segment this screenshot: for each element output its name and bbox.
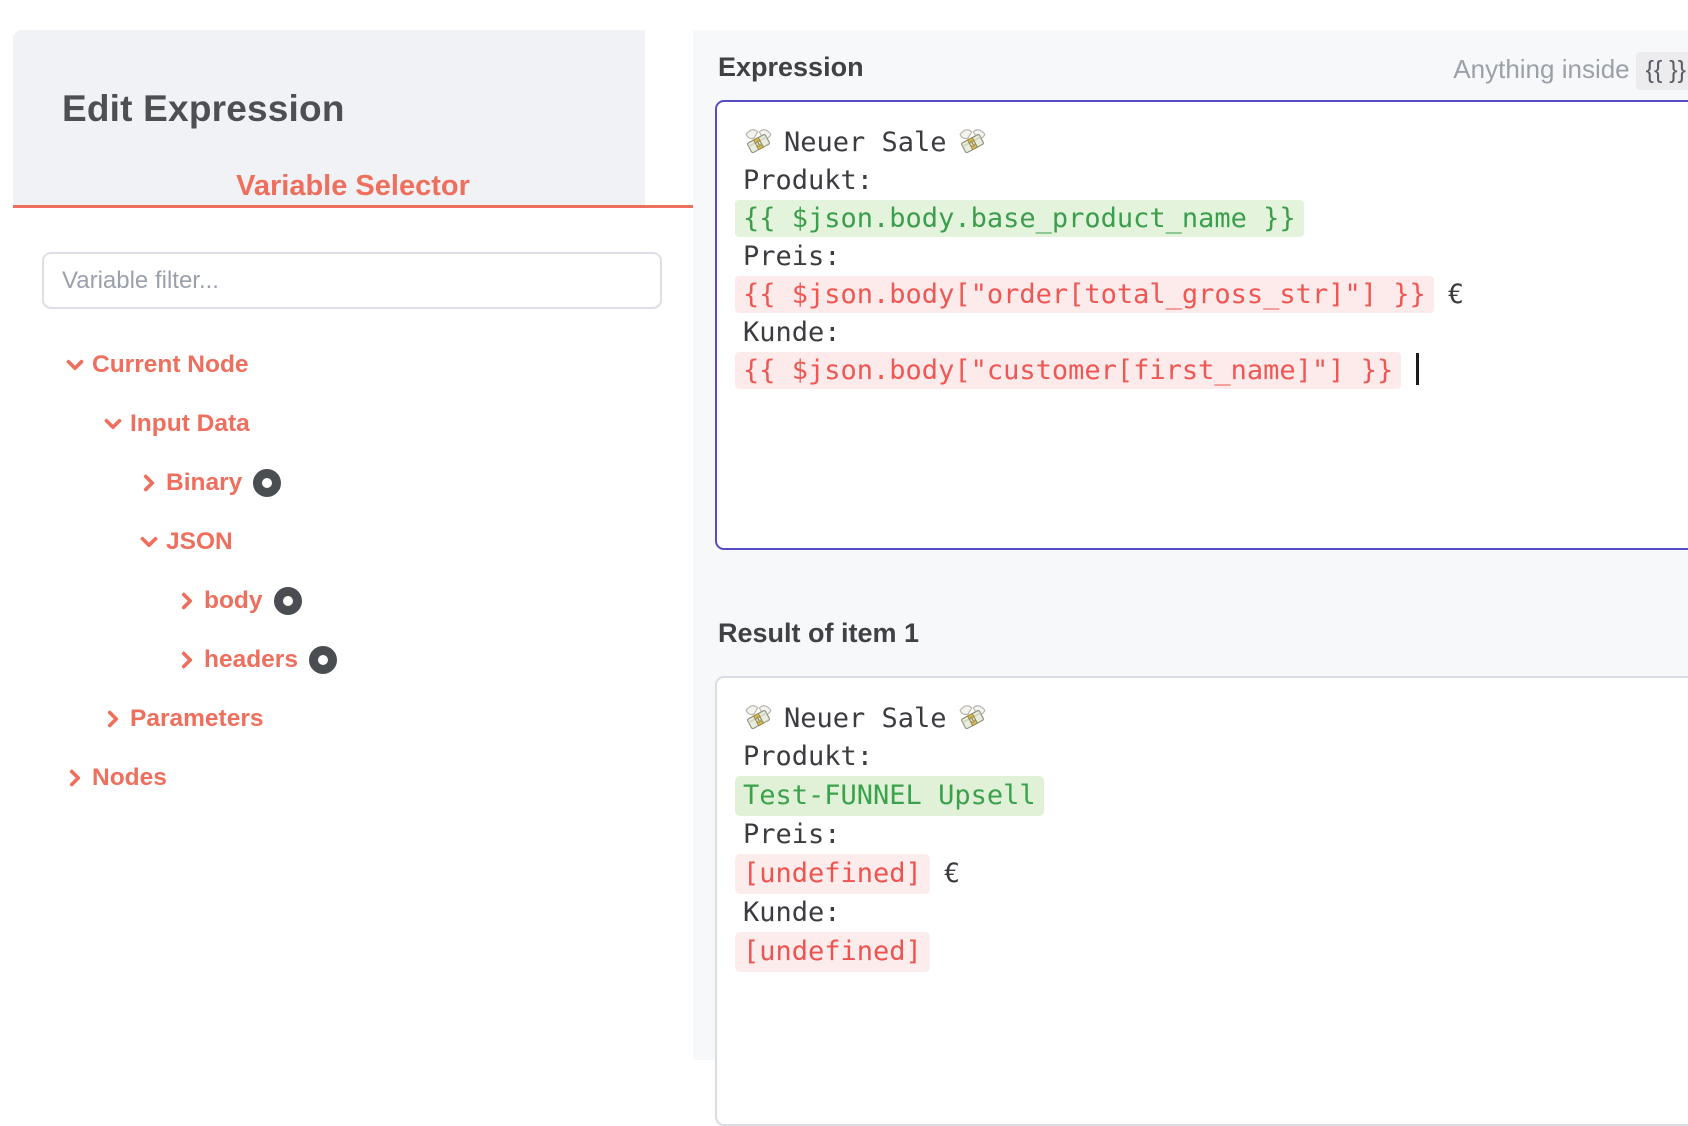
result-line-value: [undefined] bbox=[735, 932, 1678, 972]
resolved-value: Test-FUNNEL Upsell bbox=[735, 776, 1044, 816]
editor-line-expr: {{ $json.body["customer[first_name]"] }} bbox=[735, 352, 1678, 390]
currency-symbol: € bbox=[943, 858, 961, 889]
variable-filter-input[interactable] bbox=[42, 252, 662, 309]
money-with-wings-icon bbox=[957, 125, 988, 156]
tree-item-label: Binary bbox=[166, 468, 243, 496]
chevron-right-icon[interactable] bbox=[62, 765, 88, 791]
tree-item-body[interactable]: body bbox=[13, 571, 693, 630]
editor-line-label: Kunde: bbox=[743, 317, 841, 348]
result-line-label: Preis: bbox=[743, 819, 841, 850]
chevron-right-icon[interactable] bbox=[136, 470, 162, 496]
undefined-value: [undefined] bbox=[735, 854, 930, 894]
tree-item-headers[interactable]: headers bbox=[13, 630, 693, 689]
valid-expression: {{ $json.body.base_product_name }} bbox=[735, 200, 1304, 237]
result-preview: Neuer Sale Produkt: Test-FUNNEL Upsell P… bbox=[715, 676, 1688, 1126]
invalid-expression: {{ $json.body["customer[first_name]"] }} bbox=[735, 352, 1402, 389]
chevron-right-icon[interactable] bbox=[100, 706, 126, 732]
hint-text: Anything inside bbox=[1453, 54, 1630, 84]
tree-item-label: JSON bbox=[166, 527, 233, 555]
currency-symbol: € bbox=[1447, 279, 1464, 310]
editor-line-expr: {{ $json.body.base_product_name }} bbox=[735, 200, 1678, 238]
tree-item-label: Nodes bbox=[92, 763, 167, 791]
money-with-wings-icon bbox=[957, 701, 988, 732]
money-with-wings-icon bbox=[743, 701, 774, 732]
chevron-right-icon[interactable] bbox=[174, 647, 200, 673]
expression-header: Expression bbox=[718, 52, 864, 82]
tree-item-label: Input Data bbox=[130, 409, 250, 437]
invalid-expression: {{ $json.body["order[total_gross_str]"] … bbox=[735, 276, 1434, 313]
editor-line-title: Neuer Sale bbox=[743, 124, 1678, 162]
panel-header bbox=[13, 30, 645, 205]
undefined-value: [undefined] bbox=[735, 932, 930, 972]
chevron-down-icon[interactable] bbox=[62, 352, 88, 378]
editor-line-expr: {{ $json.body["order[total_gross_str]"] … bbox=[735, 276, 1678, 314]
tree-item-current-node[interactable]: Current Node bbox=[13, 335, 693, 394]
result-line-value: Test-FUNNEL Upsell bbox=[735, 776, 1678, 816]
tree-item-label: body bbox=[204, 586, 263, 614]
editor-line-label: Preis: bbox=[743, 241, 841, 272]
result-line-label: Produkt: bbox=[743, 741, 874, 772]
money-with-wings-icon bbox=[743, 125, 774, 156]
circle-icon[interactable] bbox=[273, 586, 302, 615]
tree-item-label: Current Node bbox=[92, 350, 249, 378]
tab-variable-selector[interactable]: Variable Selector bbox=[236, 170, 470, 202]
tree-item-nodes[interactable]: Nodes bbox=[13, 748, 693, 807]
result-line-value: [undefined] € bbox=[735, 854, 1678, 894]
variable-selector-panel: Edit Expression Variable Selector Curren… bbox=[13, 30, 693, 1060]
chevron-right-icon[interactable] bbox=[174, 588, 200, 614]
circle-icon[interactable] bbox=[308, 645, 337, 674]
result-line-title: Neuer Sale bbox=[743, 700, 1678, 738]
code-chip: {{ }} bbox=[1635, 52, 1688, 90]
result-line-label: Kunde: bbox=[743, 897, 841, 928]
tree-item-binary[interactable]: Binary bbox=[13, 453, 693, 512]
page-title: Edit Expression bbox=[62, 88, 345, 129]
expression-panel: Expression Anything inside{{ }} Neuer Sa… bbox=[693, 30, 1688, 1126]
variable-tree: Current Node Input Data Binary JSON body… bbox=[13, 335, 693, 807]
chevron-down-icon[interactable] bbox=[136, 529, 162, 555]
tree-item-label: headers bbox=[204, 645, 298, 673]
tree-item-parameters[interactable]: Parameters bbox=[13, 689, 693, 748]
expression-editor[interactable]: Neuer Sale Produkt: {{ $json.body.base_p… bbox=[715, 100, 1688, 550]
tab-underline bbox=[13, 205, 693, 208]
result-header: Result of item 1 bbox=[718, 618, 920, 648]
tree-item-input-data[interactable]: Input Data bbox=[13, 394, 693, 453]
expression-hint: Anything inside{{ }} bbox=[1453, 52, 1688, 90]
text-caret bbox=[1416, 353, 1420, 385]
chevron-down-icon[interactable] bbox=[100, 411, 126, 437]
tree-item-json[interactable]: JSON bbox=[13, 512, 693, 571]
circle-icon[interactable] bbox=[253, 468, 282, 497]
editor-line-label: Produkt: bbox=[743, 165, 874, 196]
tree-item-label: Parameters bbox=[130, 704, 264, 732]
